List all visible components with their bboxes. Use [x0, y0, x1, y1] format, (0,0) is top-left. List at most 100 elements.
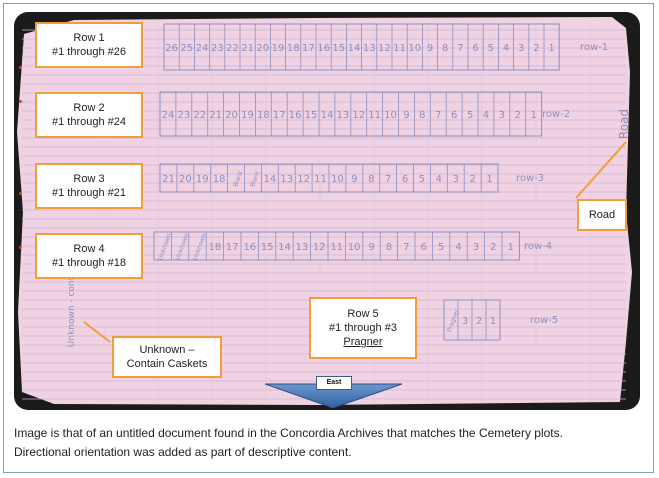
plot-number: 1 — [530, 110, 536, 121]
row-label-row4: row-4 — [524, 241, 552, 252]
plot-number: 1 — [486, 174, 492, 185]
callout-row-2-range: #1 through #24 — [51, 116, 126, 128]
plot-number: 11 — [393, 43, 406, 54]
plot-number: 17 — [226, 242, 239, 253]
plot-number: 14 — [348, 43, 361, 54]
plot-number: 4 — [483, 110, 489, 121]
plot-number: 10 — [408, 43, 421, 54]
plot-number: 15 — [261, 242, 274, 253]
plot-row-box-row4 — [153, 231, 520, 261]
callout-row-2: Row 2 #1 through #24 — [35, 92, 143, 138]
caption-line-1: Image is that of an untitled document fo… — [14, 426, 563, 440]
plot-number: 9 — [368, 242, 374, 253]
callout-unknown-line1: Unknown – — [139, 344, 195, 356]
callout-row-1-range: #1 through #26 — [51, 46, 126, 58]
callout-road-label: Road — [588, 209, 616, 221]
plot-number: 8 — [442, 43, 448, 54]
plot-number: 7 — [403, 242, 409, 253]
plot-number: 12 — [378, 43, 391, 54]
plot-number: 3 — [453, 174, 459, 185]
row-label-row2: row-2 — [542, 109, 570, 120]
plot-number: 13 — [280, 174, 293, 185]
callout-row-4: Row 4 #1 through #18 — [35, 233, 143, 279]
plot-number: 7 — [457, 43, 463, 54]
plot-number: 11 — [314, 174, 327, 185]
callout-row-4-range: #1 through #18 — [51, 257, 126, 269]
plot-number: 19 — [196, 174, 209, 185]
plot-number: 6 — [402, 174, 408, 185]
speck — [19, 246, 22, 249]
plot-number: 22 — [193, 110, 206, 121]
plot-number: 2 — [533, 43, 539, 54]
plot-number: 18 — [257, 110, 270, 121]
plot-number: 23 — [211, 43, 224, 54]
callout-row-3-range: #1 through #21 — [51, 187, 126, 199]
plot-number: 5 — [438, 242, 444, 253]
plot-number: 13 — [363, 43, 376, 54]
caption: Image is that of an untitled document fo… — [14, 424, 644, 462]
plot-number: 21 — [241, 43, 254, 54]
east-label: East — [316, 376, 352, 390]
plot-number: 13 — [296, 242, 309, 253]
speck — [19, 192, 22, 195]
plot-number: 12 — [297, 174, 310, 185]
plot-number: 18 — [287, 43, 300, 54]
plot-number: 2 — [515, 110, 521, 121]
plot-number: 25 — [180, 43, 193, 54]
plot-number: 9 — [351, 174, 357, 185]
plot-number: 12 — [313, 242, 326, 253]
plot-number: 16 — [317, 43, 330, 54]
plot-number: 24 — [162, 110, 175, 121]
plot-number: 24 — [196, 43, 209, 54]
plot-number: 18 — [209, 242, 222, 253]
plot-number: 5 — [419, 174, 425, 185]
plot-number: 20 — [256, 43, 269, 54]
plot-number: 9 — [403, 110, 409, 121]
plot-number: 8 — [386, 242, 392, 253]
plot-number: 16 — [243, 242, 256, 253]
callout-row-1: Row 1 #1 through #26 — [35, 22, 143, 68]
plot-number: 5 — [488, 43, 494, 54]
plot-number: 19 — [272, 43, 285, 54]
plot-number: 17 — [273, 110, 286, 121]
callout-row-3: Row 3 #1 through #21 — [35, 163, 143, 209]
plot-number: 5 — [467, 110, 473, 121]
plot-number: 15 — [332, 43, 345, 54]
callout-row-3-title: Row 3 — [73, 173, 105, 185]
plot-number: 23 — [177, 110, 190, 121]
plot-number: 6 — [451, 110, 457, 121]
plot-number: 15 — [305, 110, 318, 121]
callout-row-1-title: Row 1 — [73, 32, 105, 44]
plot-number: 1 — [548, 43, 554, 54]
plot-number: 14 — [321, 110, 334, 121]
callout-row-2-title: Row 2 — [73, 102, 105, 114]
plot-number: 21 — [162, 174, 175, 185]
unknown-connector — [83, 321, 111, 343]
plot-number: 20 — [225, 110, 238, 121]
plot-number: 21 — [209, 110, 222, 121]
plot-number: 2 — [490, 242, 496, 253]
plot-number: 22 — [226, 43, 239, 54]
plot-number: 11 — [330, 242, 343, 253]
plot-number: 6 — [421, 242, 427, 253]
callout-row-5: Row 5 #1 through #3 Pragner — [309, 297, 417, 359]
plot-number: 17 — [302, 43, 315, 54]
row-label-row3: row-3 — [516, 173, 544, 184]
plot-number: 1 — [490, 316, 496, 327]
plot-number: 3 — [518, 43, 524, 54]
plot-number: 11 — [368, 110, 381, 121]
plot-number: 4 — [503, 43, 509, 54]
caption-line-2: Directional orientation was added as par… — [14, 445, 352, 459]
plot-number: 8 — [368, 174, 374, 185]
plot-number: 6 — [472, 43, 478, 54]
speck — [19, 100, 22, 103]
callout-row-5-title: Row 5 — [347, 308, 379, 320]
callout-row-5-range: #1 through #3 — [329, 322, 397, 334]
callout-road: Road — [577, 199, 627, 231]
plot-number: 8 — [419, 110, 425, 121]
plot-number: 2 — [469, 174, 475, 185]
plot-number: 7 — [435, 110, 441, 121]
row-label-row1: row-1 — [580, 42, 608, 53]
plot-number: 10 — [384, 110, 397, 121]
speck — [19, 66, 22, 69]
